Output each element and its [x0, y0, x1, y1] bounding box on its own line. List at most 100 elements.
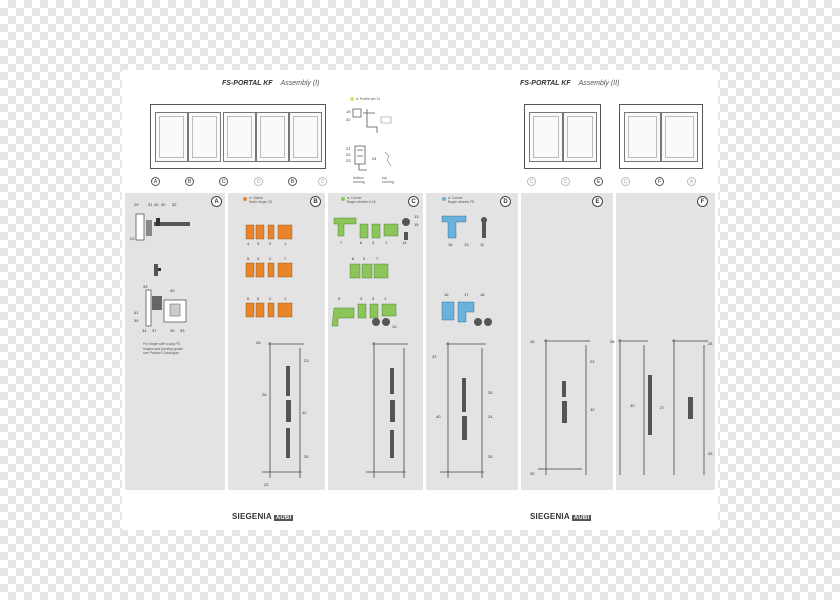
svg-text:21: 21: [346, 146, 351, 151]
sash-hinge-parts-orange: 4 3 2 1 5 3 2 7 6 5 2 1: [245, 224, 293, 318]
svg-text:3: 3: [257, 256, 260, 261]
svg-text:5: 5: [257, 296, 260, 301]
svg-text:22: 22: [346, 152, 351, 157]
panel-c: [328, 193, 423, 490]
svg-text:34: 34: [142, 328, 147, 333]
green-legend-dot: [341, 197, 345, 201]
svg-text:17: 17: [464, 292, 469, 297]
elevation-label: C: [219, 177, 228, 186]
elevation-label: F: [655, 177, 664, 186]
svg-text:3: 3: [372, 240, 375, 245]
svg-text:28: 28: [256, 340, 261, 345]
panel-c-caption: a: Corner Bogie wheels 0.15: [347, 196, 376, 204]
elevation-label: D: [254, 177, 263, 186]
svg-text:3: 3: [363, 256, 366, 261]
svg-text:13: 13: [464, 242, 469, 247]
panel-b: [228, 193, 325, 490]
svg-text:28: 28: [530, 339, 535, 344]
svg-text:1: 1: [284, 296, 287, 301]
panel-letter-d: D: [500, 196, 511, 207]
hinge-note: For hinge side using FS hinges and pivot…: [143, 342, 183, 355]
svg-text:31: 31: [148, 202, 153, 207]
svg-text:15: 15: [414, 222, 419, 227]
svg-text:8: 8: [352, 256, 355, 261]
locking-hardware-e: 28 23 42 25: [530, 339, 595, 476]
svg-text:23: 23: [346, 158, 351, 163]
profile-legend-label: a: Profile set 11: [356, 97, 381, 101]
svg-text:42: 42: [590, 407, 595, 412]
svg-text:7: 7: [376, 256, 379, 261]
svg-text:20: 20: [346, 117, 351, 122]
svg-text:25: 25: [708, 451, 713, 456]
svg-text:7: 7: [340, 240, 343, 245]
svg-text:1: 1: [284, 241, 287, 246]
svg-text:30: 30: [161, 202, 166, 207]
elevation-label: C: [527, 177, 536, 186]
svg-text:25: 25: [530, 471, 535, 476]
svg-text:7: 7: [284, 256, 287, 261]
svg-text:11: 11: [480, 242, 485, 247]
svg-text:6: 6: [360, 240, 363, 245]
svg-text:2: 2: [269, 296, 272, 301]
profile-legend-dot: [350, 97, 354, 101]
svg-text:28: 28: [610, 339, 615, 344]
blue-legend-dot: [442, 197, 446, 201]
svg-text:39: 39: [134, 318, 139, 323]
elevation-label: A: [151, 177, 160, 186]
svg-text:40: 40: [170, 288, 175, 293]
elevation-label: C: [621, 177, 630, 186]
svg-text:14: 14: [402, 240, 407, 245]
panel-f: [616, 193, 715, 490]
svg-text:6: 6: [247, 296, 250, 301]
svg-text:33: 33: [143, 284, 148, 289]
section-detail-top: 19 20: [346, 108, 392, 133]
svg-text:16: 16: [448, 242, 453, 247]
svg-text:2: 2: [269, 256, 272, 261]
panel-letter-b: B: [310, 196, 321, 207]
panel-b-caption: a: Option Sash hinge C5: [249, 196, 272, 204]
panel-letter-f: F: [697, 196, 708, 207]
svg-text:13: 13: [414, 214, 419, 219]
elevation-label: B: [185, 177, 194, 186]
svg-text:23: 23: [590, 359, 595, 364]
section-label-top: top running: [382, 176, 394, 184]
panel-d: [426, 193, 518, 490]
svg-text:2: 2: [269, 241, 272, 246]
svg-text:3: 3: [257, 241, 260, 246]
svg-text:40: 40: [436, 414, 441, 419]
svg-text:26: 26: [154, 202, 159, 207]
locking-hardware-c: [366, 342, 408, 478]
svg-text:19: 19: [346, 109, 351, 114]
svg-text:23: 23: [130, 236, 135, 241]
svg-text:32: 32: [172, 202, 177, 207]
svg-text:33: 33: [180, 328, 185, 333]
svg-text:16: 16: [444, 292, 449, 297]
window-elevation-left: [150, 104, 326, 169]
svg-text:23: 23: [264, 482, 269, 487]
elevation-label: C: [561, 177, 570, 186]
elevation-label: C: [318, 177, 327, 186]
panel-letter-a: A: [211, 196, 222, 207]
svg-text:23: 23: [304, 358, 309, 363]
elevation-label: E: [594, 177, 603, 186]
window-elevation-right-1: [524, 104, 601, 169]
elevation-label: A: [687, 177, 696, 186]
panel-e: [521, 193, 613, 490]
svg-text:42: 42: [302, 410, 307, 415]
svg-text:33: 33: [432, 354, 437, 359]
svg-text:25: 25: [488, 390, 493, 395]
elevation-label: B: [288, 177, 297, 186]
svg-text:9: 9: [338, 296, 341, 301]
svg-text:5: 5: [247, 256, 250, 261]
svg-text:29: 29: [134, 202, 139, 207]
panel-a: [125, 193, 225, 490]
svg-text:35: 35: [170, 328, 175, 333]
svg-text:4: 4: [247, 241, 250, 246]
